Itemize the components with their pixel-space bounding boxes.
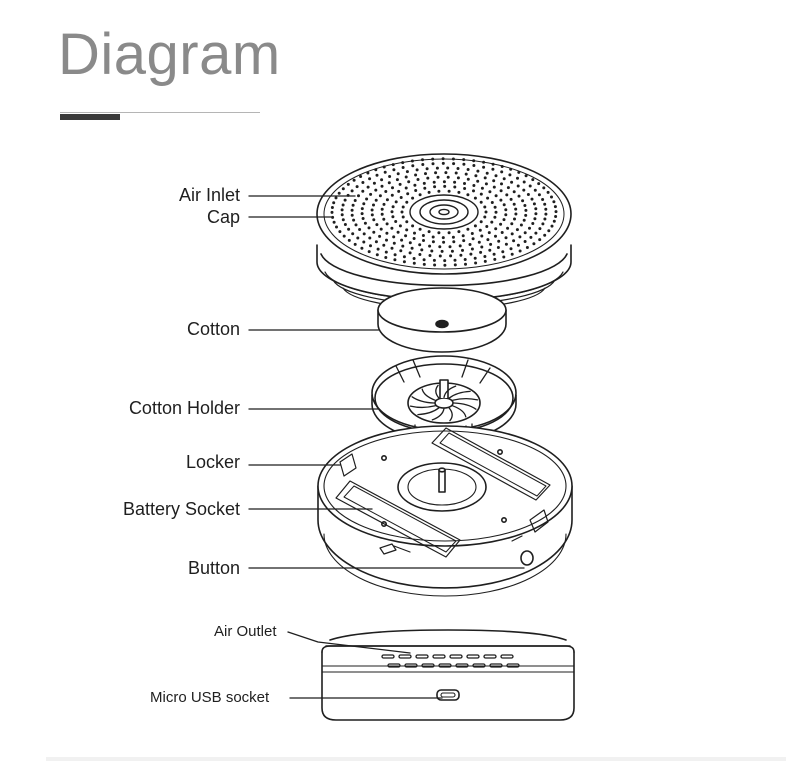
label-cap: Cap xyxy=(206,207,240,227)
side-view-part xyxy=(321,629,575,721)
air-inlet-holes xyxy=(330,157,558,267)
label-micro-usb: Micro USB socket xyxy=(150,689,270,706)
title-underline xyxy=(60,112,260,113)
cotton-part xyxy=(377,287,507,353)
cap-part xyxy=(316,153,572,310)
label-cotton-holder: Cotton Holder xyxy=(128,398,240,418)
page-title: Diagram xyxy=(58,22,281,87)
leader-air-outlet xyxy=(287,631,411,654)
label-button: Button xyxy=(187,558,240,578)
label-locker: Locker xyxy=(185,452,240,472)
label-air-inlet: Air Inlet xyxy=(178,185,240,205)
label-battery-socket: Battery Socket xyxy=(122,499,240,519)
base-part xyxy=(317,425,573,597)
leader-lines xyxy=(248,195,525,699)
footer-band xyxy=(46,757,786,761)
label-cotton: Cotton xyxy=(186,319,240,339)
title-accent-bar xyxy=(60,114,120,120)
label-air-outlet: Air Outlet xyxy=(214,623,277,640)
